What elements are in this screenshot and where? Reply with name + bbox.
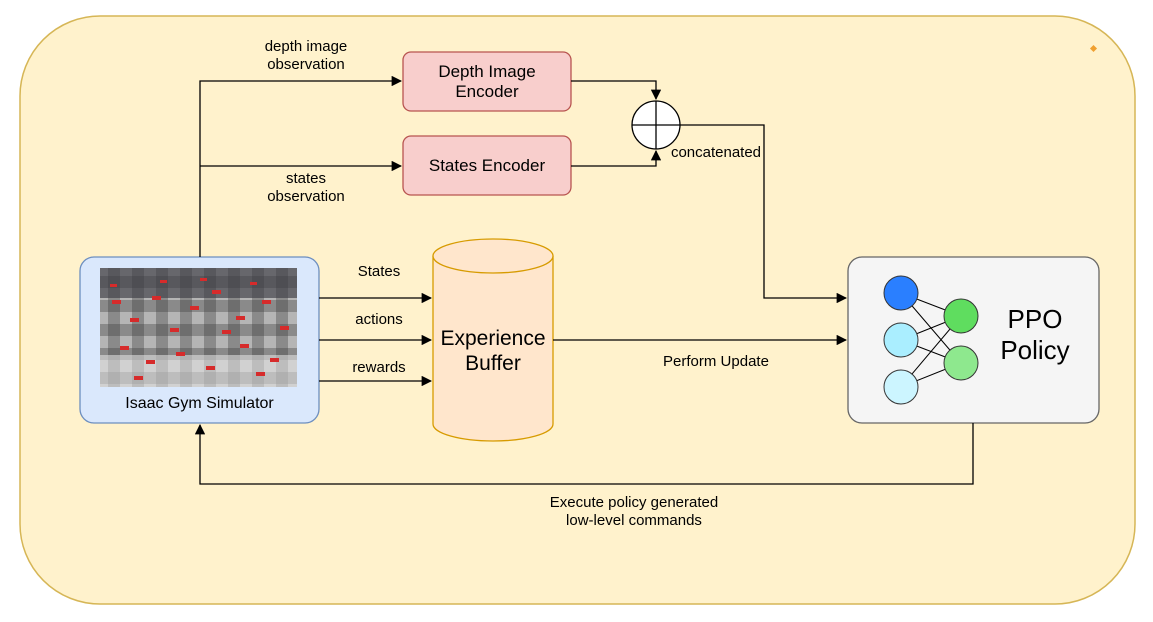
background-panel (19, 15, 1136, 605)
experience-buffer-label: Experience Buffer (440, 327, 546, 375)
depth-image-encoder-label: Depth Image Encoder (438, 61, 536, 101)
edge-concat-to-policy (680, 124, 848, 304)
input-neuron-3 (883, 369, 919, 405)
states-encoder-label: States Encoder (428, 155, 546, 175)
edge-depth-to-concat (571, 80, 662, 101)
output-neuron-1 (943, 298, 979, 334)
edge-depth-observation (199, 75, 403, 257)
edge-execute-commands (194, 423, 974, 485)
neural-network-icon (883, 275, 979, 405)
states-label: States (357, 263, 401, 280)
states-observation-label: states observation (267, 170, 345, 205)
execute-commands-label: Execute policy generated low-level comma… (549, 494, 719, 529)
experience-buffer-cylinder (432, 238, 554, 442)
circled-plus-icon (631, 100, 681, 150)
output-neuron-2 (943, 345, 979, 381)
concatenated-label: concatenated (670, 144, 762, 161)
actions-label: actions (355, 311, 403, 328)
rewards-label: rewards (352, 359, 406, 376)
edge-states-to-concat (571, 149, 662, 167)
input-neuron-2 (883, 322, 919, 358)
perform-update-label: Perform Update (663, 353, 769, 370)
depth-observation-label: depth image observation (264, 38, 348, 73)
simulator-label: Isaac Gym Simulator (125, 395, 274, 412)
input-neuron-1 (883, 275, 919, 311)
ppo-policy-label: PPO Policy (1000, 304, 1070, 365)
robot-terrain-image (100, 268, 297, 387)
